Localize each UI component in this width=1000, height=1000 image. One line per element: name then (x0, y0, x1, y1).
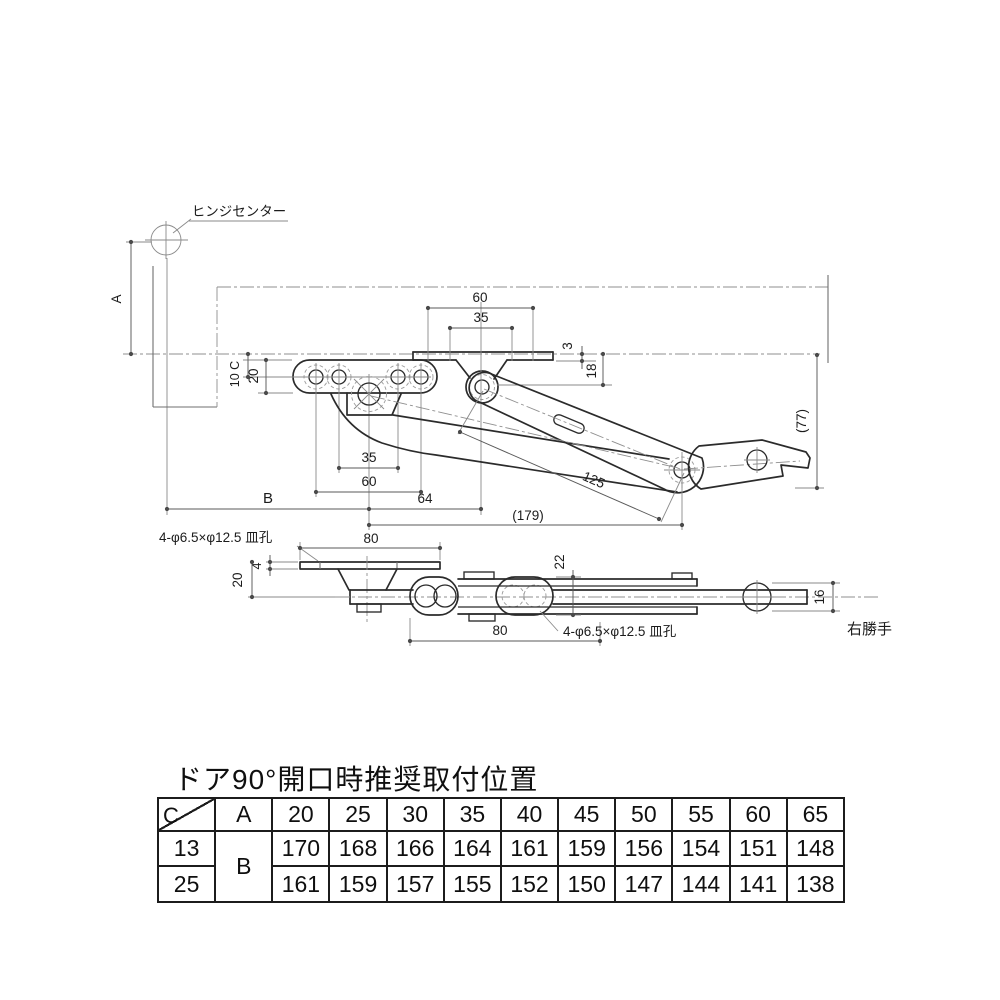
dimension-dots (128, 239, 836, 644)
dim-3: 3 (560, 342, 575, 350)
table-header-row: C A 20 25 30 35 40 45 50 55 60 65 (156, 797, 846, 832)
dim-side-22: 22 (552, 554, 567, 569)
mounting-plate (243, 359, 438, 530)
dim-125: 125 (580, 469, 607, 492)
corner-row-label: C (163, 803, 179, 828)
hinge-center-mark (145, 218, 288, 259)
b-value: 166 (385, 830, 445, 867)
top-view: ヒンジセンター A (109, 204, 829, 530)
b-value: 159 (557, 830, 617, 867)
a-value: 30 (385, 797, 445, 832)
b-value: 154 (671, 830, 731, 867)
dim-side-4: 4 (250, 562, 264, 569)
dim-side-bottom-80: 80 (492, 623, 507, 638)
dim-top-35: 35 (473, 310, 488, 325)
b-value: 161 (271, 865, 331, 903)
mounting-position-table: C A 20 25 30 35 40 45 50 55 60 65 13 B 1… (156, 797, 846, 903)
c-value: 13 (156, 830, 217, 867)
a-value: 55 (671, 797, 731, 832)
b-value: 159 (328, 865, 388, 903)
b-value: 157 (385, 865, 445, 903)
dim-18: 18 (584, 363, 599, 378)
dim-64: 64 (417, 491, 433, 506)
b-value: 147 (614, 865, 674, 903)
b-value: 164 (442, 830, 502, 867)
a-value: 20 (271, 797, 331, 832)
col-header-a: A (214, 797, 274, 832)
table-row: 25 161 159 157 155 152 150 147 144 141 1… (156, 865, 846, 903)
b-value: 155 (442, 865, 502, 903)
dim-side-20: 20 (230, 572, 245, 587)
dim-bottom-60: 60 (361, 474, 376, 489)
door-bracket (412, 302, 612, 515)
dim-side-16: 16 (812, 589, 827, 604)
stay-arms (330, 371, 801, 494)
a-value: 40 (499, 797, 560, 832)
a-value: 35 (442, 797, 502, 832)
a-value: 50 (614, 797, 674, 832)
dim-bottom-35: 35 (361, 450, 376, 465)
side-view: 4-φ6.5×φ12.5 皿孔 80 4 20 (159, 530, 892, 646)
c-value: 25 (156, 865, 217, 903)
b-value: 156 (614, 830, 674, 867)
b-value: 138 (785, 865, 846, 903)
dim-a: A (109, 294, 124, 303)
b-value: 144 (671, 865, 731, 903)
table-title: ドア90°開口時推奨取付位置 (174, 764, 539, 795)
b-value: 161 (499, 830, 560, 867)
b-value: 148 (785, 830, 846, 867)
dim-top-60: 60 (472, 290, 487, 305)
a-value: 60 (728, 797, 788, 832)
b-value: 141 (728, 865, 788, 903)
table-row: 13 B 170 168 166 164 161 159 156 154 151… (156, 830, 846, 903)
a-value: 45 (557, 797, 617, 832)
handing-label: 右勝手 (847, 621, 892, 638)
dim-179: (179) (512, 508, 544, 523)
dim-side-top-80: 80 (363, 531, 378, 546)
side-plate (299, 556, 441, 624)
b-value: 168 (328, 830, 388, 867)
a-value: 65 (785, 797, 846, 832)
stay-drawing: ヒンジセンター A (109, 204, 892, 646)
b-value: 152 (499, 865, 560, 903)
dim-b: B (263, 490, 273, 507)
b-value: 150 (557, 865, 617, 903)
b-value: 170 (271, 830, 331, 867)
dim-77: (77) (794, 409, 809, 433)
row-value-label-b: B (214, 830, 274, 903)
hole-note-bottom: 4-φ6.5×φ12.5 皿孔 (563, 624, 677, 639)
hinge-center-label: ヒンジセンター (192, 204, 287, 219)
dim-20: 20 (246, 368, 261, 383)
dim-10c: 10 C (228, 361, 242, 387)
side-arm-stack (335, 571, 880, 622)
hole-note-top: 4-φ6.5×φ12.5 皿孔 (159, 530, 273, 545)
b-value: 151 (728, 830, 788, 867)
corner-cell: C (156, 797, 217, 832)
a-value: 25 (328, 797, 388, 832)
frame-lines (123, 258, 829, 515)
end-bracket (687, 439, 811, 490)
